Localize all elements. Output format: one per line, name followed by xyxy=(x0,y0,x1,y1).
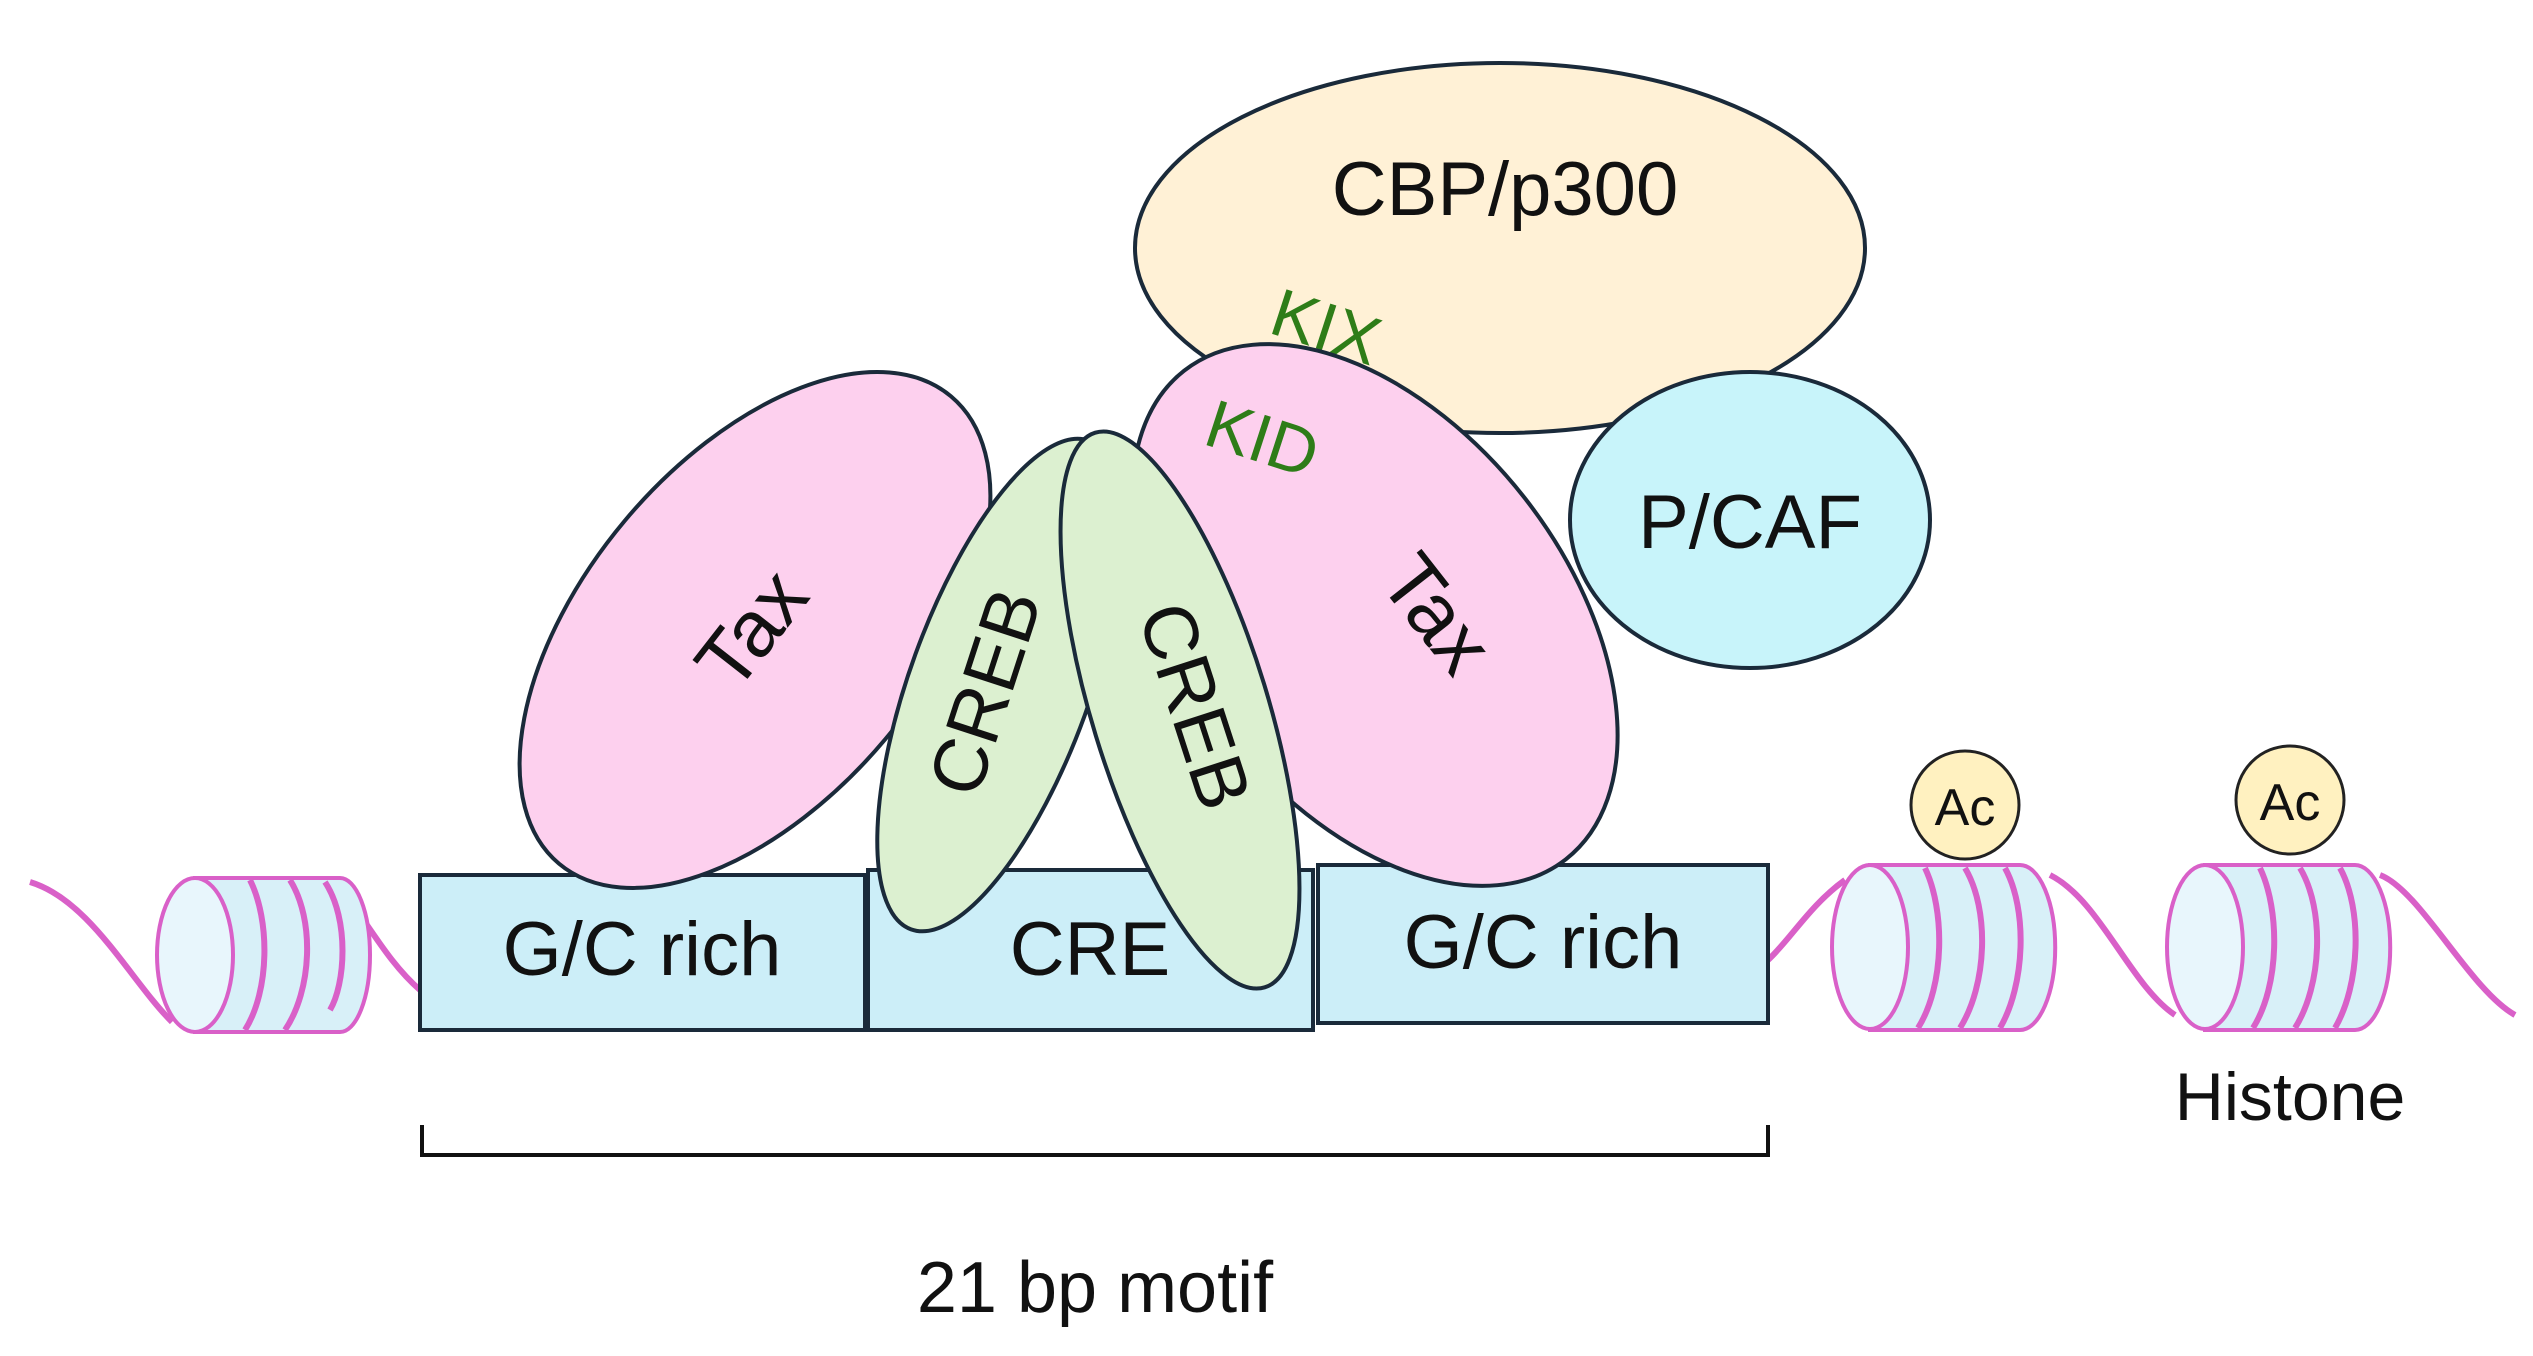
motif-bracket xyxy=(420,1125,1770,1157)
gc-right-label: G/C rich xyxy=(1404,900,1683,985)
histone-left xyxy=(155,876,372,1034)
histone-right-2 xyxy=(2165,863,2393,1032)
ac-label-1: Ac xyxy=(1935,779,1996,837)
cbp-label: CBP/p300 xyxy=(1332,147,1678,232)
dna-box-gc-left: G/C rich xyxy=(418,873,867,1032)
dna-strand-right-2 xyxy=(2048,872,2177,1018)
dna-strand-right-3 xyxy=(2378,872,2517,1018)
dna-box-gc-right: G/C rich xyxy=(1316,863,1770,1025)
histone-right-1 xyxy=(1830,863,2058,1032)
motif-label: 21 bp motif xyxy=(917,1248,1274,1328)
cre-label: CRE xyxy=(1010,907,1170,992)
acetyl-mark-2: Ac xyxy=(2234,744,2346,856)
acetyl-mark-1: Ac xyxy=(1909,749,2021,861)
histone-label: Histone xyxy=(2175,1059,2406,1135)
cbp-p300: CBP/p300 KIX xyxy=(1133,61,1867,435)
gc-left-label: G/C rich xyxy=(503,907,782,992)
dna-strand-right-1 xyxy=(1765,877,1847,963)
tax-left: Tax xyxy=(517,370,993,890)
ac-label-2: Ac xyxy=(2260,774,2321,832)
pcaf-label: P/CAF xyxy=(1638,480,1862,565)
pcaf: P/CAF xyxy=(1568,370,1932,670)
creb-right: CREB xyxy=(1058,429,1302,991)
dna-strand-left xyxy=(29,879,175,1025)
